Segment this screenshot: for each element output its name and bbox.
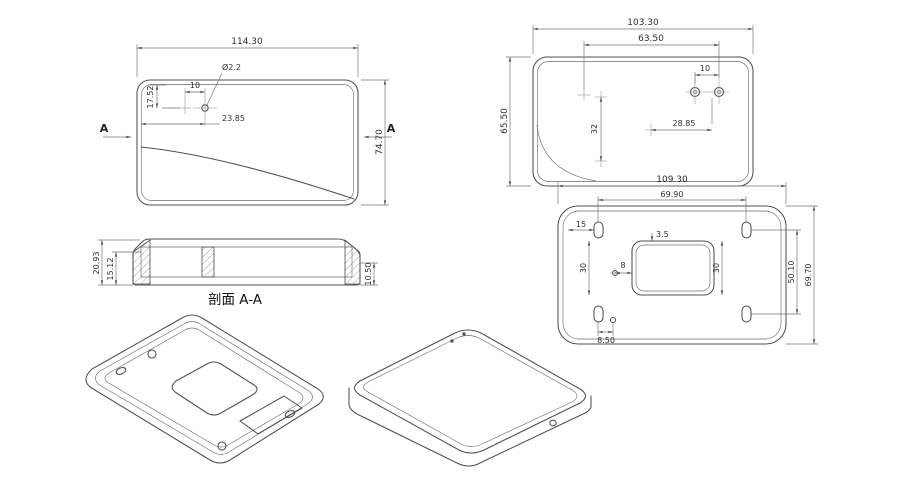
- front-face-curve: [140, 146, 355, 200]
- dim-top-height: 65.50: [500, 108, 510, 134]
- front-inner-wall: [141, 84, 354, 201]
- front-outline: [136, 79, 359, 206]
- dim-front-hole-dia: Ø2.2: [222, 62, 241, 72]
- bottom-geometry: [557, 205, 787, 345]
- iso-right-bottom-edge: [348, 404, 592, 467]
- iso-view-bottom-shell: [85, 314, 324, 464]
- section-geometry: [132, 238, 361, 286]
- iso-left-slot-1: [115, 367, 127, 375]
- iso-left-outline: [85, 314, 324, 464]
- section-view: 20.93 15.12 10.50 剖面 A-A: [92, 238, 378, 308]
- dim-top-boss-offset: 28.85: [673, 119, 696, 128]
- iso-right-side-hole: [549, 419, 557, 427]
- bottom-cutout: [631, 240, 715, 296]
- front-geometry: [136, 79, 359, 206]
- bottom-slot-tr: [741, 221, 752, 239]
- section-title: 剖面 A-A: [208, 292, 263, 308]
- bottom-dimensions: 109.30 69.90 15 3.5 30 8 30 50.10 69.70: [557, 175, 818, 345]
- top-inner-wall: [537, 61, 749, 182]
- front-view: 114.30 74.70 17.52 10 23.85 Ø2.2 A A: [100, 37, 396, 206]
- section-cut-label-left: A: [100, 122, 109, 135]
- iso-left-boss-2: [217, 441, 227, 451]
- iso-left-rim: [95, 321, 313, 455]
- top-geometry: [532, 56, 754, 187]
- section-dimensions: 20.93 15.12 10.50 剖面 A-A: [92, 239, 378, 308]
- iso-right-parting-line: [363, 335, 578, 447]
- dim-front-width: 114.30: [231, 37, 263, 47]
- section-hatch-left: [132, 239, 151, 285]
- dim-bottom-hole-offset: 8: [620, 261, 625, 270]
- dim-bottom-slot-inset: 15: [576, 220, 586, 229]
- iso-right-top-face: [353, 329, 587, 454]
- section-hatch-post: [201, 246, 215, 278]
- dim-front-hole-left: 23.85: [222, 114, 245, 123]
- dim-bottom-width: 109.30: [656, 175, 688, 185]
- dim-section-outer-height: 20.93: [92, 252, 101, 275]
- iso-left-slot-2: [284, 410, 296, 418]
- bottom-slot-bl: [593, 305, 604, 323]
- section-outline: [132, 238, 361, 286]
- dim-bottom-left-height: 30: [579, 263, 588, 273]
- dim-bottom-slot-v-span: 50.10: [787, 261, 796, 284]
- dim-section-right-height: 10.50: [364, 263, 373, 286]
- top-outline: [532, 56, 754, 187]
- bottom-small-hole-2: [609, 316, 617, 324]
- iso-left-recess: [171, 361, 258, 416]
- dim-top-hole-pitch: 10: [700, 64, 710, 73]
- iso-right-led-hole-1: [450, 339, 454, 343]
- dim-bottom-rib: 3.5: [656, 230, 669, 239]
- dim-bottom-slot-span: 69.90: [661, 190, 684, 199]
- bottom-cutout-lip: [635, 244, 711, 292]
- iso-left-floor: [104, 327, 304, 448]
- bottom-outline: [557, 205, 787, 345]
- top-dimensions: 103.30 63.50 10 65.50 32 28.85: [500, 18, 754, 187]
- iso-right-led-hole-2: [462, 332, 466, 336]
- section-cut-label-right: A: [387, 122, 396, 135]
- iso-left-small-recess: [239, 395, 303, 435]
- bottom-slot-br: [741, 305, 752, 323]
- dim-bottom-hole-bottom: 8.50: [597, 336, 615, 345]
- dim-top-width: 103.30: [627, 18, 659, 28]
- bottom-slot-tl: [593, 221, 604, 239]
- front-dimensions: 114.30 74.70 17.52 10 23.85 Ø2.2 A A: [100, 37, 396, 206]
- dim-front-height: 74.70: [375, 129, 385, 155]
- section-hatch-right: [344, 239, 361, 285]
- bottom-inner-wall: [562, 210, 782, 340]
- top-corner-curve: [536, 124, 597, 182]
- dim-front-hole-top: 17.52: [146, 86, 155, 109]
- dim-bottom-cutout-height: 30: [712, 263, 721, 273]
- dim-section-inner-height: 15.12: [106, 258, 115, 281]
- bottom-view: 109.30 69.90 15 3.5 30 8 30 50.10 69.70: [557, 175, 818, 345]
- dim-top-hole-span: 63.50: [638, 34, 664, 44]
- iso-view-assembled: [348, 329, 592, 467]
- dim-front-hole-pitch: 10: [190, 81, 200, 90]
- dim-bottom-height: 69.70: [804, 264, 813, 287]
- dim-top-boss-span: 32: [590, 124, 599, 134]
- iso-left-boss-1: [147, 349, 157, 359]
- top-view: 103.30 63.50 10 65.50 32 28.85: [500, 18, 754, 187]
